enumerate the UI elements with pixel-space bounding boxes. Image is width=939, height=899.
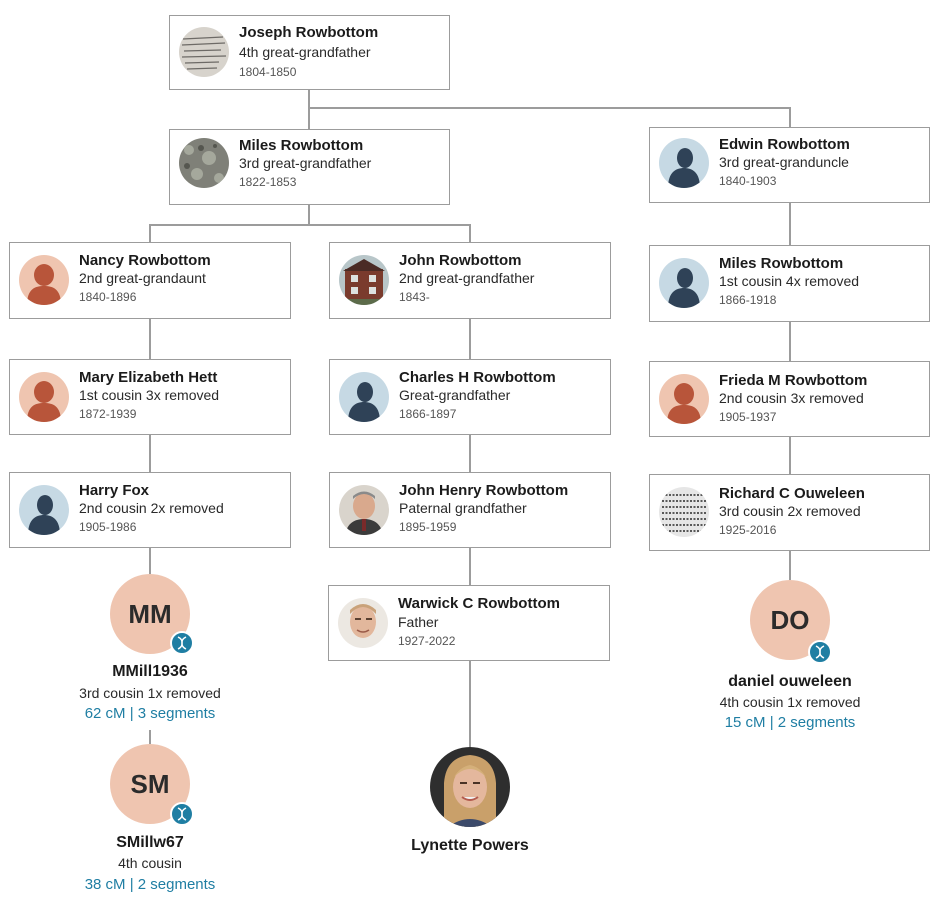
person-name: John Henry Rowbottom [399, 482, 569, 499]
person-name: Edwin Rowbottom [719, 136, 850, 153]
person-name: Mary Elizabeth Hett [79, 369, 218, 386]
person-years: 1843- [399, 290, 430, 304]
person-relationship: 1st cousin 4x removed [719, 273, 860, 289]
person-years: 1905-1986 [79, 520, 137, 534]
person-name: Frieda M Rowbottom [719, 372, 868, 389]
person-card-miles[interactable]: Miles Rowbottom 3rd great-grandfather 18… [169, 129, 450, 205]
person-relationship: 4th great-grandfather [239, 44, 371, 60]
person-name: Harry Fox [79, 482, 150, 499]
match-name[interactable]: daniel ouweleen [728, 673, 852, 690]
person-relationship: Father [398, 614, 439, 630]
person-name: Joseph Rowbottom [239, 24, 379, 41]
root-person-name[interactable]: Lynette Powers [411, 837, 529, 854]
person-years: 1840-1903 [719, 174, 777, 188]
person-years: 1927-2022 [398, 634, 456, 648]
female-silhouette-icon [659, 374, 709, 424]
person-relationship: 2nd great-grandaunt [79, 270, 206, 286]
dna-icon [170, 631, 194, 655]
man-portrait-icon [339, 485, 389, 535]
document-photo-icon [179, 27, 229, 77]
person-years: 1866-1897 [399, 407, 457, 421]
person-name: Warwick C Rowbottom [398, 595, 560, 612]
person-name: Miles Rowbottom [719, 255, 844, 272]
person-years: 1804-1850 [239, 65, 297, 79]
person-card-richard[interactable]: Richard C Ouweleen 3rd cousin 2x removed… [649, 474, 930, 551]
person-card-mary[interactable]: Mary Elizabeth Hett 1st cousin 3x remove… [9, 359, 291, 435]
person-name: Nancy Rowbottom [79, 252, 211, 269]
female-silhouette-icon [19, 255, 69, 305]
match-relationship: 4th cousin [118, 855, 182, 871]
person-card-john-henry[interactable]: John Henry Rowbottom Paternal grandfathe… [329, 472, 611, 548]
person-name: John Rowbottom [399, 252, 522, 269]
person-relationship: Paternal grandfather [399, 500, 527, 516]
person-years: 1866-1918 [719, 293, 777, 307]
person-card-edwin[interactable]: Edwin Rowbottom 3rd great-granduncle 184… [649, 127, 930, 203]
match-initials: DO [770, 604, 810, 635]
male-silhouette-icon [659, 258, 709, 308]
person-years: 1872-1939 [79, 407, 137, 421]
dna-icon [808, 640, 832, 664]
house-photo-icon [339, 255, 389, 305]
person-years: 1925-2016 [719, 523, 777, 537]
person-name: Richard C Ouweleen [719, 485, 865, 502]
person-relationship: 3rd cousin 2x removed [719, 503, 861, 519]
match-relationship: 3rd cousin 1x removed [79, 685, 221, 701]
person-relationship: 2nd great-grandfather [399, 270, 535, 286]
person-card-warwick[interactable]: Warwick C Rowbottom Father 1927-2022 [328, 585, 610, 661]
man-portrait-icon [338, 598, 388, 648]
person-relationship: 2nd cousin 2x removed [79, 500, 224, 516]
person-years: 1905-1937 [719, 410, 777, 424]
match-shared-dna-link[interactable]: 62 cM | 3 segments [84, 705, 216, 722]
match-shared-dna-link[interactable]: 38 cM | 2 segments [84, 876, 216, 893]
person-name: Miles Rowbottom [239, 137, 364, 154]
document-photo-icon [659, 487, 709, 537]
stone-photo-icon [179, 138, 229, 188]
person-card-john[interactable]: John Rowbottom 2nd great-grandfather 184… [329, 242, 611, 319]
person-card-frieda[interactable]: Frieda M Rowbottom 2nd cousin 3x removed… [649, 361, 930, 437]
match-initials: SM [130, 768, 170, 799]
match-name[interactable]: MMill1936 [112, 663, 188, 680]
person-relationship: 3rd great-grandfather [239, 155, 372, 171]
dna-icon [170, 802, 194, 826]
person-relationship: 2nd cousin 3x removed [719, 390, 864, 406]
person-name: Charles H Rowbottom [399, 369, 556, 386]
person-relationship: Great-grandfather [399, 387, 511, 403]
female-silhouette-icon [19, 372, 69, 422]
person-card-charles[interactable]: Charles H Rowbottom Great-grandfather 18… [329, 359, 611, 435]
person-years: 1822-1853 [239, 175, 297, 189]
person-card-joseph[interactable]: Joseph Rowbottom 4th great-grandfather 1… [169, 15, 450, 90]
match-relationship: 4th cousin 1x removed [719, 694, 861, 710]
match-name[interactable]: SMillw67 [116, 834, 184, 851]
male-silhouette-icon [19, 485, 69, 535]
person-card-miles-2[interactable]: Miles Rowbottom 1st cousin 4x removed 18… [649, 245, 930, 322]
person-card-nancy[interactable]: Nancy Rowbottom 2nd great-grandaunt 1840… [9, 242, 291, 319]
person-relationship: 3rd great-granduncle [719, 154, 849, 170]
male-silhouette-icon [659, 138, 709, 188]
match-shared-dna-link[interactable]: 15 cM | 2 segments [724, 714, 856, 731]
woman-portrait-icon[interactable] [430, 747, 510, 827]
person-years: 1840-1896 [79, 290, 137, 304]
person-relationship: 1st cousin 3x removed [79, 387, 220, 403]
match-initials: MM [128, 598, 172, 629]
person-years: 1895-1959 [399, 520, 457, 534]
male-silhouette-icon [339, 372, 389, 422]
person-card-harry[interactable]: Harry Fox 2nd cousin 2x removed 1905-198… [9, 472, 291, 548]
